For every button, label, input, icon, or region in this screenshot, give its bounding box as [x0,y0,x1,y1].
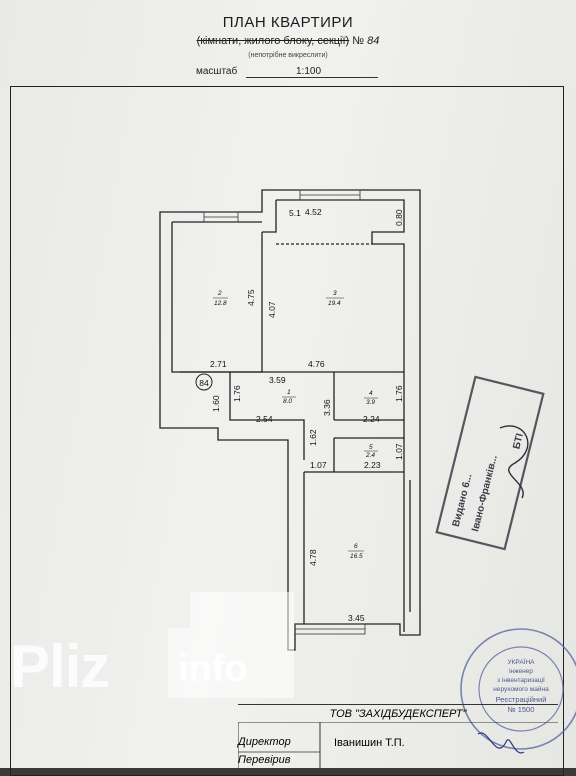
room-2-label: 2 12.8 [213,290,228,307]
subtitle-struck: (кімнати, жилого блоку, секції) [196,35,350,47]
room-area: 3.9 [366,399,375,406]
signature-table [238,722,558,768]
room-area: 2.4 [365,452,375,459]
seal-line: інженер [509,667,533,675]
engineer-seal: УКРАЇНА інженер з інвентаризації нерухом… [460,628,576,750]
seal-line: з інвентаризації [497,676,545,684]
windows [203,189,366,635]
dimension-label: 1.07 [310,460,327,470]
room-number: 5 [369,444,373,451]
room-4-label: 4 3.9 [364,390,378,406]
number-label: № [352,35,365,47]
watermark-backdrop [168,592,294,698]
dimension-label: 1.76 [394,385,404,402]
room-number: 4 [369,390,373,397]
seal-line: Реєстраційний [496,695,547,704]
plan-walls [159,189,421,651]
room-3-label: 3 19.4 [326,290,344,307]
director-label: Директор [238,736,291,748]
scale-label: масштаб [196,66,238,77]
stamp-line: БТІ [511,432,526,450]
dimension-label: 3.59 [269,375,286,385]
dimension-label: 1.07 [394,443,404,460]
dimension-label: 2.23 [364,460,381,470]
balcony-inner [276,199,405,632]
seal-line: № 1500 [508,705,535,714]
room-number: 1 [287,389,291,396]
director-name: Іванишин Т.П. [334,737,405,749]
page-title: ПЛАН КВАРТИРИ [222,14,354,31]
scale-value: 1:100 [296,66,322,77]
room-1-label: 1 8.0 [282,389,296,405]
apartment-marker: 84 [199,378,209,388]
dimension-label: 1.62 [308,429,318,446]
director-signature [477,732,525,754]
room-area: 12.8 [214,300,227,307]
dimension-label: 2.54 [256,414,273,424]
dimension-label: 2.71 [210,359,227,369]
bti-stamp: Видано 6... Івано-Франків... БТІ [435,375,545,551]
room-6-label: 6 16.5 [348,543,364,560]
dimension-label: 3.36 [322,399,332,416]
apartment-number: 84 [367,35,380,47]
room-area: 19.4 [328,300,341,307]
dimension-label: 4.76 [308,359,325,369]
dimension-label: 1.76 [232,385,242,402]
watermark-suffix: info [178,648,248,690]
room-5-label: 5 2.4 [364,444,378,459]
dimension-label: 2.24 [363,414,380,424]
stamp-line: Видано 6... [451,473,475,528]
dimension-label: 3.45 [348,613,365,623]
room-number: 2 [217,290,222,297]
seal-line: УКРАЇНА [508,658,536,666]
dimension-label: 1.60 [211,395,221,412]
dimension-label: 4.78 [308,549,318,566]
stamp-line: Івано-Франків... [470,454,500,533]
wall-corridor-left [229,372,305,460]
balcony-left [262,200,277,233]
company-name: ТОВ "ЗАХІДБУДЕКСПЕРТ" [238,704,558,723]
dimension-label: 5.1 [289,208,301,218]
dimension-label: 4.52 [305,207,322,217]
signature-scribble [499,425,529,499]
watermark-brand: Pliz [10,633,110,700]
room-area: 16.5 [350,553,363,560]
room-number: 6 [354,543,358,550]
seal-line: нерухомого майна [493,685,549,693]
dimension-label: 4.07 [267,301,277,318]
room-number: 3 [333,290,337,297]
dimension-label: 4.75 [246,289,256,306]
hint-text: (непотрібне викреслити) [248,52,328,59]
room-area: 8.0 [283,398,292,405]
dimension-label: 0.80 [394,209,404,226]
subtitle: (кімнати, жилого блоку, секції) № 84 [0,35,576,47]
apartment-marker-circle [195,373,213,391]
scale-underline [246,77,378,78]
checker-label: Перевірив [238,754,291,766]
